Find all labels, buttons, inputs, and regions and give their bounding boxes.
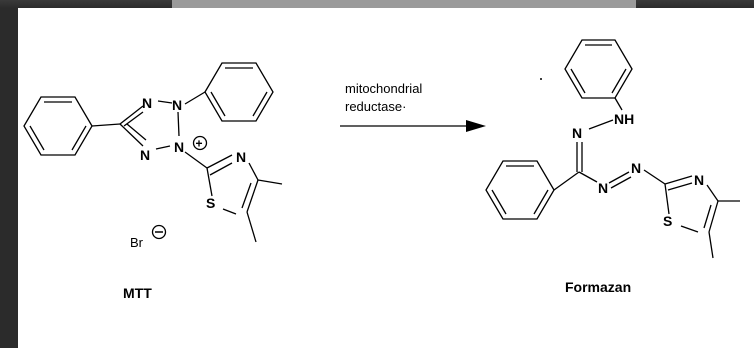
atom-n2: N bbox=[172, 97, 182, 113]
atom-thiazole-s: S bbox=[663, 213, 672, 229]
reaction-diagram: N N N N + N S bbox=[23, 39, 740, 301]
formazan-phenyl-left bbox=[485, 160, 555, 220]
mtt-label: MTT bbox=[123, 285, 152, 301]
formazan-label: Formazan bbox=[565, 279, 631, 295]
mtt-tetrazole: N N N N + bbox=[119, 95, 208, 163]
top-frame-strip bbox=[172, 0, 636, 8]
methyl-2 bbox=[246, 211, 257, 243]
mtt-thiazole: N S bbox=[206, 149, 283, 243]
atom-n3: N bbox=[174, 139, 184, 155]
mtt-phenyl-left bbox=[23, 96, 93, 156]
speck-dot bbox=[540, 78, 542, 80]
bond-n2-phenyl bbox=[184, 91, 206, 105]
bond-azo-double-a bbox=[608, 171, 630, 184]
bond-c-n2 bbox=[578, 171, 598, 183]
methyl-2 bbox=[708, 231, 714, 259]
atom-formazan-n3: N bbox=[631, 160, 641, 176]
bond-c-phenyl bbox=[553, 171, 580, 191]
arrow-head-icon bbox=[466, 120, 486, 132]
atom-thiazole-n: N bbox=[694, 172, 704, 188]
bond-azo-double-b bbox=[610, 176, 632, 189]
methyl-1 bbox=[257, 179, 283, 185]
positive-charge-sign: + bbox=[196, 137, 203, 151]
reaction-arrow-group: mitochondrial reductase· bbox=[340, 81, 486, 132]
bond-phenyl-tetrazole bbox=[91, 123, 121, 127]
formazan-phenyl-top bbox=[564, 39, 633, 99]
enzyme-label-line1: mitochondrial bbox=[345, 81, 422, 96]
mtt-molecule: N N N N + N S bbox=[23, 62, 283, 301]
bond-phenyl-nh bbox=[614, 97, 623, 111]
diagram-canvas: N N N N + N S bbox=[18, 8, 754, 348]
formazan-molecule: NH N N N N S bbox=[485, 39, 740, 295]
atom-nh: NH bbox=[614, 111, 634, 127]
atom-n1: N bbox=[142, 95, 152, 111]
formazan-thiazole: N S bbox=[663, 172, 740, 259]
bond-n3-thiazole bbox=[184, 151, 208, 169]
positive-charge-icon bbox=[192, 135, 208, 151]
atom-thiazole-n: N bbox=[236, 149, 246, 165]
atom-formazan-n1: N bbox=[572, 125, 582, 141]
enzyme-label-line2: reductase· bbox=[345, 99, 406, 114]
mtt-phenyl-top bbox=[204, 62, 274, 122]
bromide-ion: Br bbox=[130, 235, 144, 250]
atom-formazan-n2: N bbox=[598, 180, 608, 196]
atom-n4: N bbox=[140, 147, 150, 163]
bond-nh-n bbox=[588, 119, 614, 130]
bond-n3-thiazole bbox=[643, 169, 666, 185]
atom-thiazole-s: S bbox=[206, 195, 215, 211]
negative-charge-icon bbox=[151, 224, 167, 240]
